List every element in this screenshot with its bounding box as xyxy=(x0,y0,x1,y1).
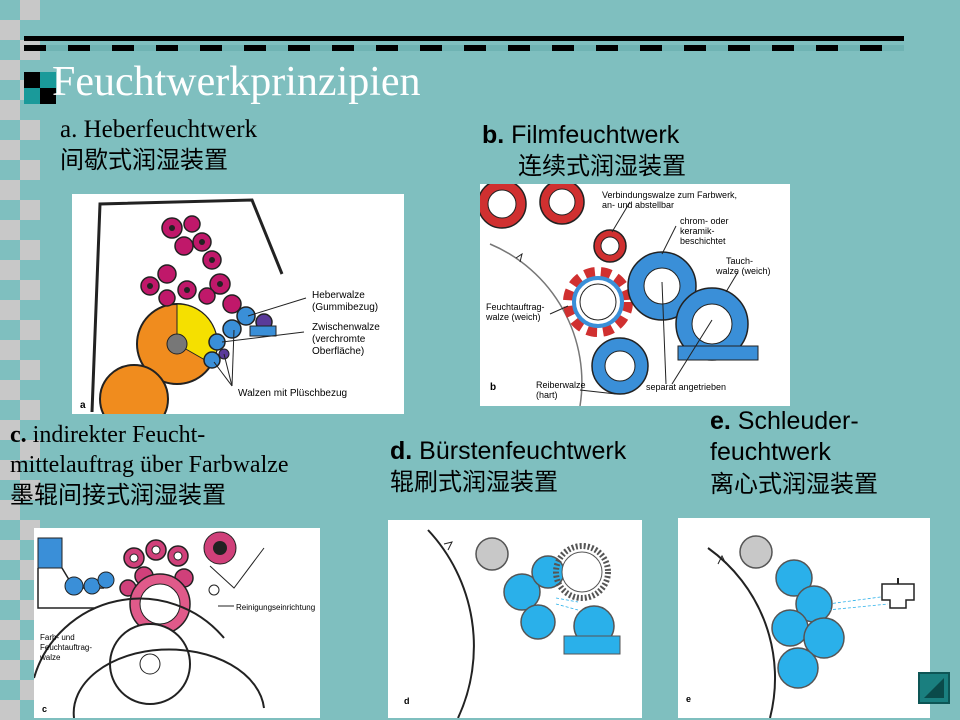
label-e-de-1: Schleuder- xyxy=(730,407,859,435)
title-bullet-icon xyxy=(24,72,56,104)
panel-c-diagram: Reinigungseinrichtung Farb- und Feuchtau… xyxy=(34,528,320,718)
panel-d-tag: d xyxy=(404,696,410,706)
annot-heberwalze-2: (Gummibezug) xyxy=(312,302,378,313)
annot-verbindungswalze: Verbindungswalze zum Farbwerk, xyxy=(602,190,737,200)
annot-zwischenwalze: Zwischenwalze xyxy=(312,322,380,333)
label-b-cn: 连续式润湿装置 xyxy=(518,152,686,181)
annot-tauchwalze-2: walze (weich) xyxy=(715,266,771,276)
label-b-prefix: b. xyxy=(482,121,505,149)
annot-feuchtauftragwalze-2: walze (weich) xyxy=(485,312,541,322)
label-c-de-1: indirekter Feucht- xyxy=(26,422,206,448)
label-a-de: a. Heberfeuchtwerk xyxy=(60,116,258,143)
label-c: c. indirekter Feucht- mittelauftrag über… xyxy=(10,420,289,510)
annot-tauchwalze: Tauch- xyxy=(726,256,753,266)
annot-heberwalze: Heberwalze xyxy=(312,290,365,301)
label-b: b. Filmfeuchtwerk 连续式润湿装置 xyxy=(482,120,686,181)
panel-c-tag: c xyxy=(42,704,47,714)
label-b-de: Filmfeuchtwerk xyxy=(504,121,680,149)
panel-b-tag: b xyxy=(490,382,496,393)
label-c-prefix: c. xyxy=(10,422,27,448)
panel-a-tag: a xyxy=(80,400,86,411)
checker-border xyxy=(0,0,40,720)
label-d-de: Bürstenfeuchtwerk xyxy=(412,437,627,465)
annot-reinigung: Reinigungseinrichtung xyxy=(236,603,315,612)
annot-walzen-pluesch: Walzen mit Plüschbezug xyxy=(238,388,347,399)
annot-separat: separat angetrieben xyxy=(646,382,726,392)
label-d-prefix: d. xyxy=(390,437,413,465)
label-a: a. Heberfeuchtwerk 间歇式润湿装置 xyxy=(60,114,257,175)
nav-arrow-icon xyxy=(924,678,944,698)
label-e-prefix: e. xyxy=(710,407,731,435)
label-c-de-2: mittelauftrag über Farbwalze xyxy=(10,452,289,478)
annot-verbindungswalze-2: an- und abstellbar xyxy=(602,200,674,210)
annot-farb-3: walze xyxy=(39,653,61,662)
annot-zwischenwalze-2: (verchromte xyxy=(312,334,366,345)
label-e: e. Schleuder- feuchtwerk 离心式润湿装置 xyxy=(710,406,878,499)
label-e-cn: 离心式润湿装置 xyxy=(710,469,878,498)
panel-a-diagram: Heberwalze (Gummibezug) Zwischenwalze (v… xyxy=(72,194,404,414)
annot-chrom-2: keramik- xyxy=(680,226,715,236)
label-d-cn: 辊刷式润湿装置 xyxy=(390,468,558,497)
panel-e-diagram: e xyxy=(678,518,930,718)
label-c-cn: 墨辊间接式润湿装置 xyxy=(10,481,226,509)
panel-e-tag: e xyxy=(686,694,691,704)
annot-chrom: chrom- oder xyxy=(680,216,729,226)
annot-farb-2: Feuchtauftrag- xyxy=(40,643,92,652)
annot-reiberwalze: Reiberwalze xyxy=(536,380,586,390)
annot-reiberwalze-2: (hart) xyxy=(536,390,558,400)
annot-farb: Farb- und xyxy=(40,633,75,642)
next-slide-button[interactable] xyxy=(918,672,950,704)
slide-title: Feuchtwerkprinzipien xyxy=(52,59,421,105)
panel-d-diagram: d xyxy=(388,520,642,718)
panel-b-diagram: Verbindungswalze zum Farbwerk, an- und a… xyxy=(480,184,790,406)
annot-chrom-3: beschichtet xyxy=(680,236,726,246)
label-a-cn: 间歇式润湿装置 xyxy=(60,146,228,175)
top-decoration-bar xyxy=(24,36,904,54)
label-d: d. Bürstenfeuchtwerk 辊刷式润湿装置 xyxy=(390,436,626,497)
label-e-de-2: feuchtwerk xyxy=(710,438,831,467)
annot-feuchtauftragwalze: Feuchtauftrag- xyxy=(486,302,545,312)
annot-zwischenwalze-3: Oberfläche) xyxy=(312,346,364,357)
